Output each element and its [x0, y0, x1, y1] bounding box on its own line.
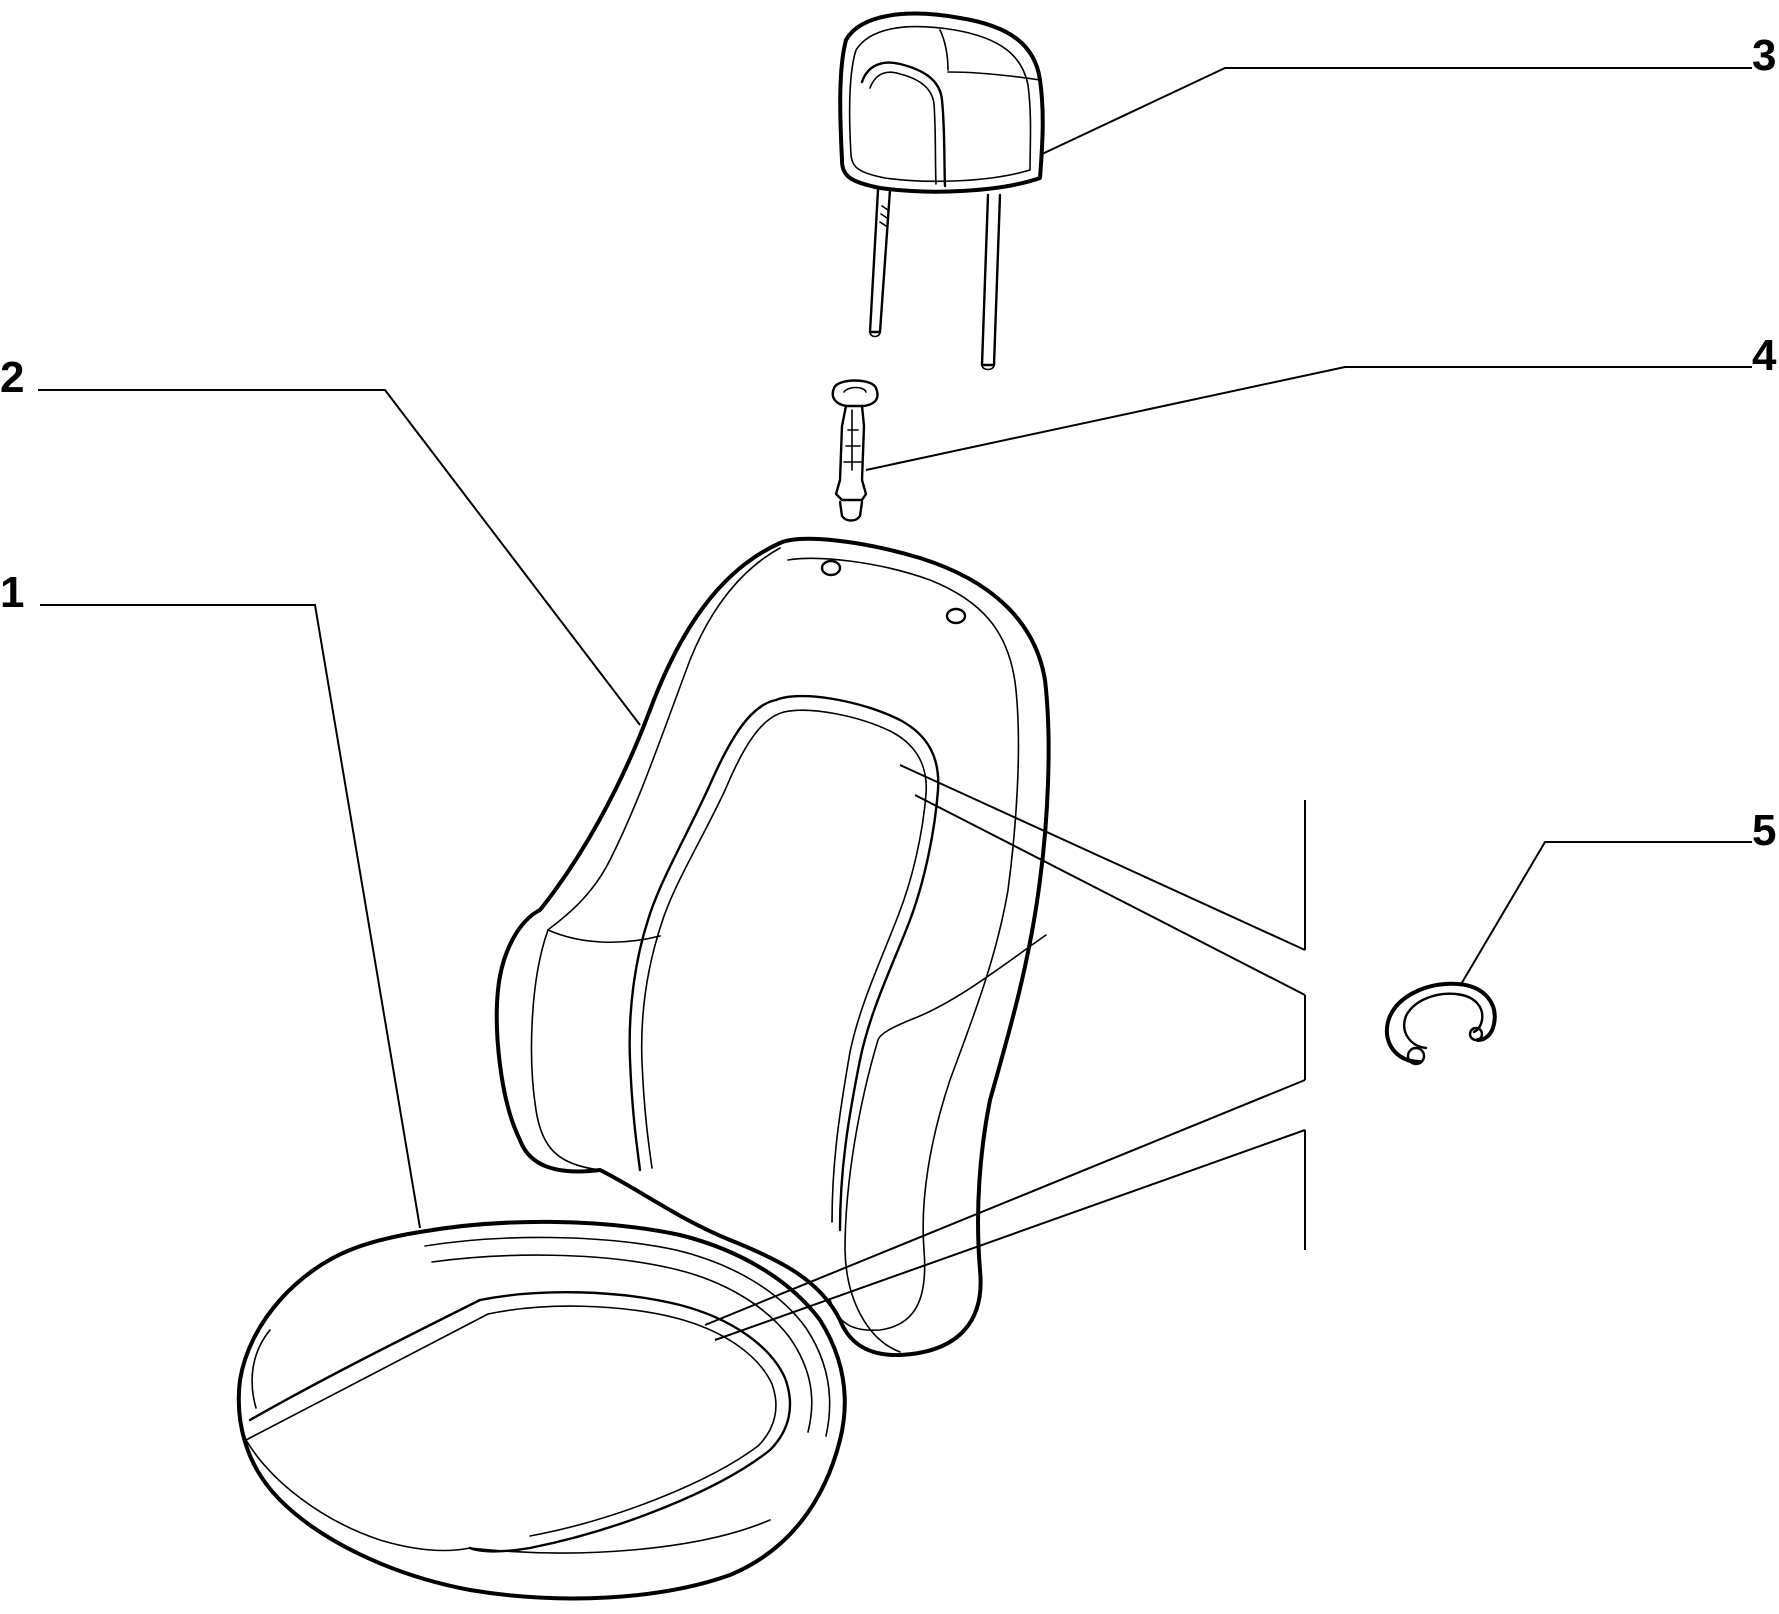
- callout-label-5: 5: [1752, 806, 1776, 855]
- callout-labels: 1 2 3 4 5: [0, 31, 1777, 855]
- leader-bracket-d: [714, 1129, 1306, 1341]
- leader-line-4: [865, 366, 1752, 471]
- headrest-guide: [831, 379, 879, 522]
- callout-label-4: 4: [1752, 331, 1777, 380]
- leader-lines: [38, 67, 1752, 1341]
- leader-bracket-b: [914, 794, 1306, 996]
- headrest: [838, 11, 1045, 371]
- seat-cushion: [236, 1219, 847, 1601]
- leader-bracket-c: [704, 1079, 1306, 1326]
- callout-label-2: 2: [0, 353, 24, 402]
- leader-line-5: [1459, 841, 1752, 987]
- leader-line-3: [1039, 67, 1752, 156]
- seat-back: [494, 536, 1051, 1358]
- clip-ring: [1384, 981, 1497, 1066]
- callout-label-3: 3: [1752, 31, 1776, 80]
- callout-label-1: 1: [0, 568, 24, 617]
- leader-line-1: [40, 604, 421, 1229]
- leader-bracket-a: [899, 764, 1306, 951]
- leader-line-2: [38, 389, 641, 726]
